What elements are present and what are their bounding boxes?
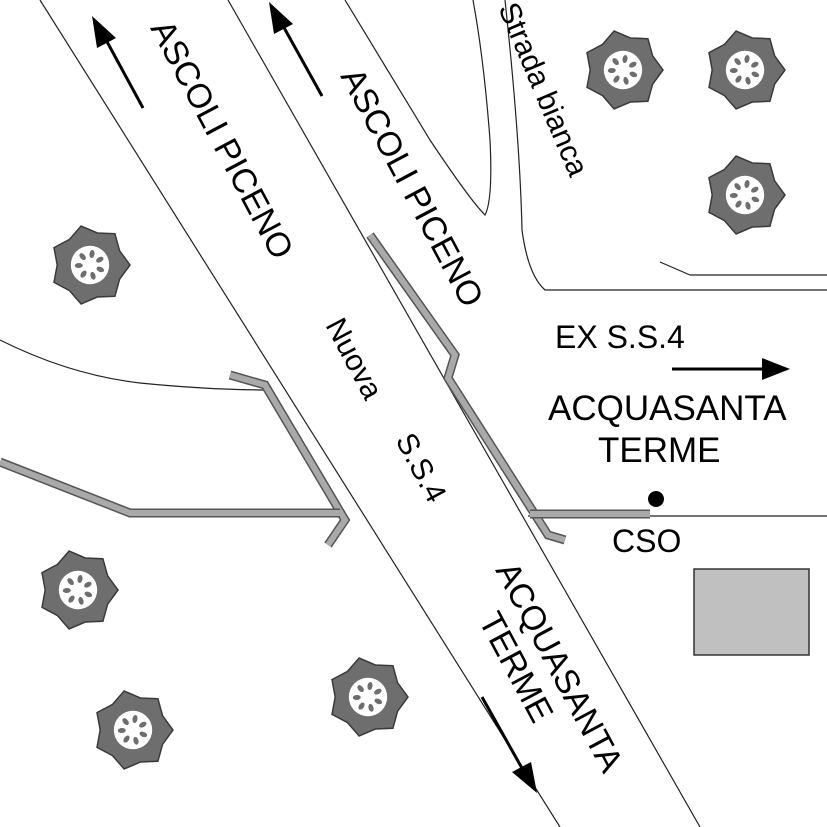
tree-icon <box>708 30 786 110</box>
tree-icon <box>586 30 664 110</box>
trees-layer <box>41 30 786 770</box>
tree-icon <box>708 155 786 235</box>
cso-label: CSO <box>612 523 681 559</box>
ss4-code-label: S.S.4 <box>389 428 453 508</box>
acquasanta-terme-right-line1: ACQUASANTA <box>548 389 787 428</box>
arrow-icon <box>480 696 537 793</box>
acquasanta-terme-right-line2: TERME <box>598 431 721 470</box>
ex-ss4-label: EX S.S.4 <box>555 319 685 355</box>
tree-icon <box>96 690 174 770</box>
arrow-icon <box>92 16 145 109</box>
nuova-label: Nuova <box>319 313 389 405</box>
arrow-icon <box>269 2 324 97</box>
strada-bianca-label: Strada bianca <box>492 0 595 181</box>
building-icon <box>693 568 810 656</box>
ascoli-piceno-left-label: ASCOLI PICENO <box>143 14 301 265</box>
station-dot-icon <box>648 491 664 507</box>
left-side-road <box>0 339 271 391</box>
tree-icon <box>331 657 409 737</box>
strada-bianca-road <box>344 0 827 291</box>
nuova-ss4-road <box>39 0 701 827</box>
ascoli-piceno-right-label: ASCOLI PICENO <box>333 62 491 313</box>
tree-icon <box>41 550 119 630</box>
tree-icon <box>53 225 131 305</box>
pipeline-network <box>0 232 650 548</box>
arrow-icon <box>672 358 790 380</box>
